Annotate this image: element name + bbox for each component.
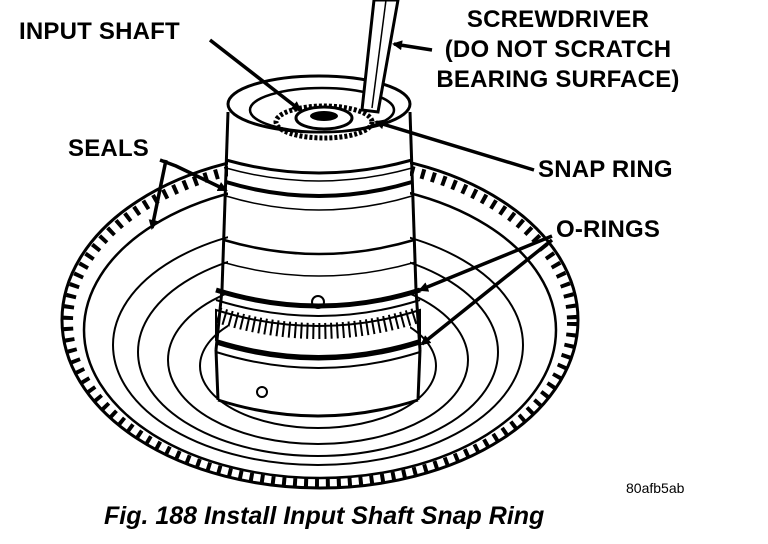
label-screwdriver-block: SCREWDRIVER (DO NOT SCRATCH BEARING SURF… <box>424 8 692 92</box>
screwdriver-tool <box>360 0 400 114</box>
label-screwdriver-line3: BEARING SURFACE) <box>436 66 680 93</box>
label-screwdriver-line1: SCREWDRIVER <box>466 6 650 33</box>
gear-teeth <box>63 155 577 489</box>
arrow-o-ring-1 <box>418 234 553 292</box>
o-ring-upper <box>215 287 421 309</box>
arrow-screwdriver <box>392 40 433 52</box>
seal-groove-2 <box>225 180 413 198</box>
label-snap-ring: SNAP RING <box>538 156 673 183</box>
label-o-rings: O-RINGS <box>556 216 661 243</box>
arrow-o-ring-2 <box>420 238 554 346</box>
label-screwdriver-line2: (DO NOT SCRATCH <box>444 36 672 63</box>
label-input-shaft: INPUT SHAFT <box>19 18 180 45</box>
arrow-input-shaft <box>208 38 302 112</box>
seal-groove-1 <box>225 158 413 175</box>
figure-code: 80afb5ab <box>626 480 685 496</box>
arrow-seals-2 <box>148 159 168 230</box>
figure-caption: Fig. 188 Install Input Shaft Snap Ring <box>104 502 545 530</box>
label-seals: SEALS <box>68 135 150 162</box>
arrow-snap-ring <box>374 119 535 172</box>
leader-arrows <box>148 38 554 346</box>
o-ring-lower <box>215 339 421 361</box>
